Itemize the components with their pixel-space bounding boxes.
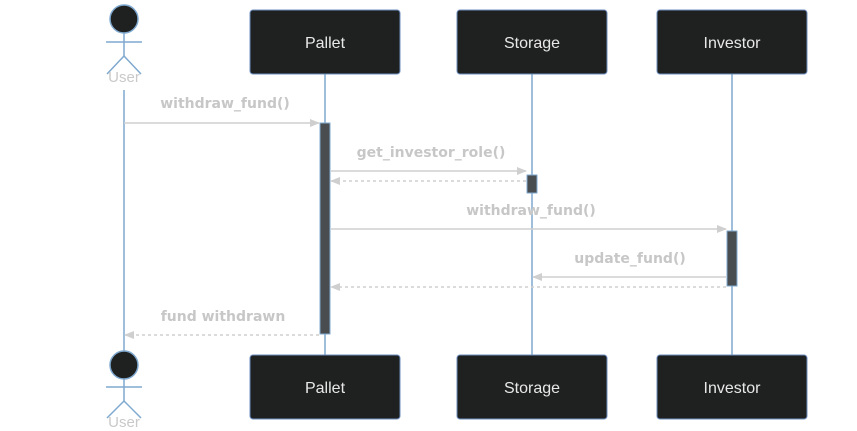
participant-storage-bottom: Storage [456,354,608,420]
participant-storage-top: Storage [456,9,608,75]
activation-storage [526,174,538,194]
actor-label-top: User [108,69,140,86]
message-label: fund withdrawn [161,309,286,325]
message-label: get_investor_role() [357,145,506,161]
message-label: withdraw_fund() [466,203,596,219]
participant-pallet-bottom: Pallet [249,354,401,420]
activation-investor [726,230,738,287]
stick-figure-icon [106,350,142,419]
message-withdraw-fund-pallet-to-investor: withdraw_fund() [331,203,727,233]
participant-label: Pallet [305,380,346,397]
participant-label: Storage [504,380,560,397]
participant-investor-bottom: Investor [656,354,808,420]
actor-label-bottom: User [108,414,140,431]
participant-investor-top: Investor [656,9,808,75]
participant-label: Investor [704,35,762,52]
message-fund-withdrawn: fund withdrawn [124,309,319,339]
stick-figure-icon [106,4,142,75]
message-update-fund: update_fund() [532,251,726,281]
participant-label: Pallet [305,35,346,52]
participant-label: Storage [504,35,560,52]
activation-pallet [319,122,331,335]
participant-label: Investor [704,380,762,397]
message-label: withdraw_fund() [160,96,290,112]
participant-pallet-top: Pallet [249,9,401,75]
message-withdraw-fund-user-to-pallet: withdraw_fund() [124,96,320,127]
message-label: update_fund() [574,251,686,267]
message-get-investor-role: get_investor_role() [331,145,527,175]
